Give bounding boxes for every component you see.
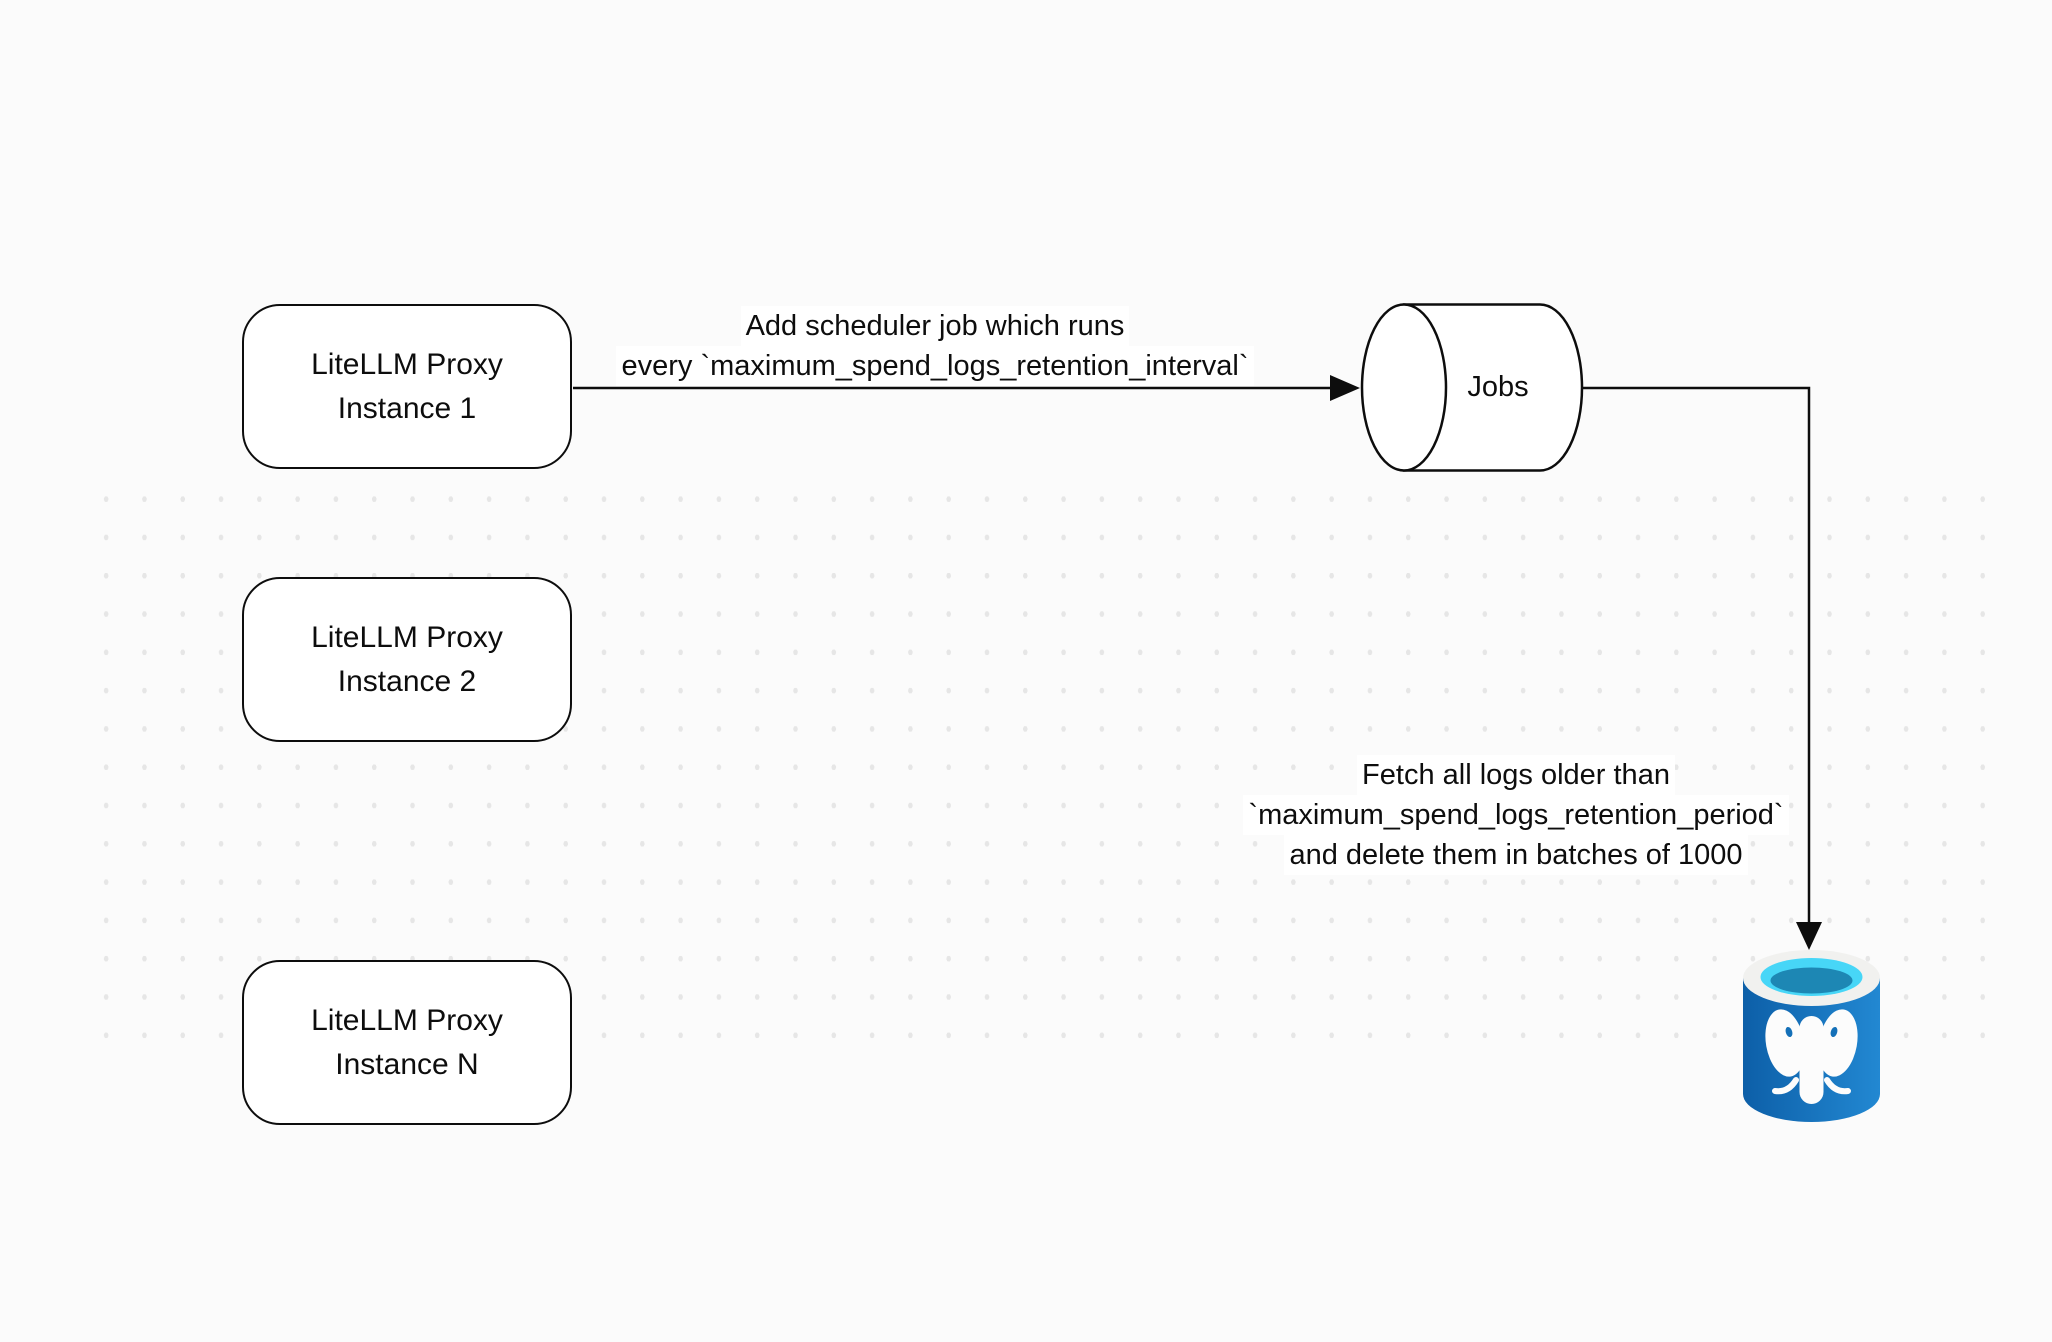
node-label-line: LiteLLM Proxy	[311, 347, 503, 381]
edge-label-line: and delete them in batches of 1000	[1284, 835, 1748, 875]
node-litellm-proxy-instance-2: LiteLLM Proxy Instance 2	[242, 577, 572, 742]
postgres-inner-teal	[1770, 967, 1853, 994]
node-label-line: Instance N	[335, 1047, 479, 1081]
node-litellm-proxy-instance-n: LiteLLM Proxy Instance N	[242, 960, 572, 1125]
edge-label-line: every `maximum_spend_logs_retention_inte…	[616, 346, 1254, 386]
node-label-line: LiteLLM Proxy	[311, 620, 503, 654]
arrowhead-right-icon	[1330, 375, 1360, 401]
node-label-line: Instance 1	[337, 391, 477, 425]
edge-label-line: `maximum_spend_logs_retention_period`	[1243, 795, 1789, 835]
postgres-elephant-logo	[1765, 1009, 1858, 1104]
jobs-cylinder-label: Jobs	[1467, 371, 1529, 403]
jobs-cylinder-shape	[1360, 303, 1584, 472]
edge-label-line: Add scheduler job which runs	[740, 306, 1130, 346]
edge-label-fetch-delete-logs: Fetch all logs older than `maximum_spend…	[1166, 755, 1866, 875]
edge-label-add-scheduler-job: Add scheduler job which runs every `maxi…	[585, 306, 1285, 386]
node-label-line: Instance 2	[337, 664, 477, 698]
arrowhead-down-icon	[1796, 922, 1822, 950]
node-label-line: LiteLLM Proxy	[311, 1003, 503, 1037]
edge-label-line: Fetch all logs older than	[1357, 755, 1675, 795]
postgresql-database-icon	[1743, 950, 1880, 1122]
node-litellm-proxy-instance-1: LiteLLM Proxy Instance 1	[242, 304, 572, 469]
flow-arrow-jobs-to-postgres	[1582, 386, 1822, 950]
flow-arrow-proxy-to-jobs	[573, 375, 1360, 401]
